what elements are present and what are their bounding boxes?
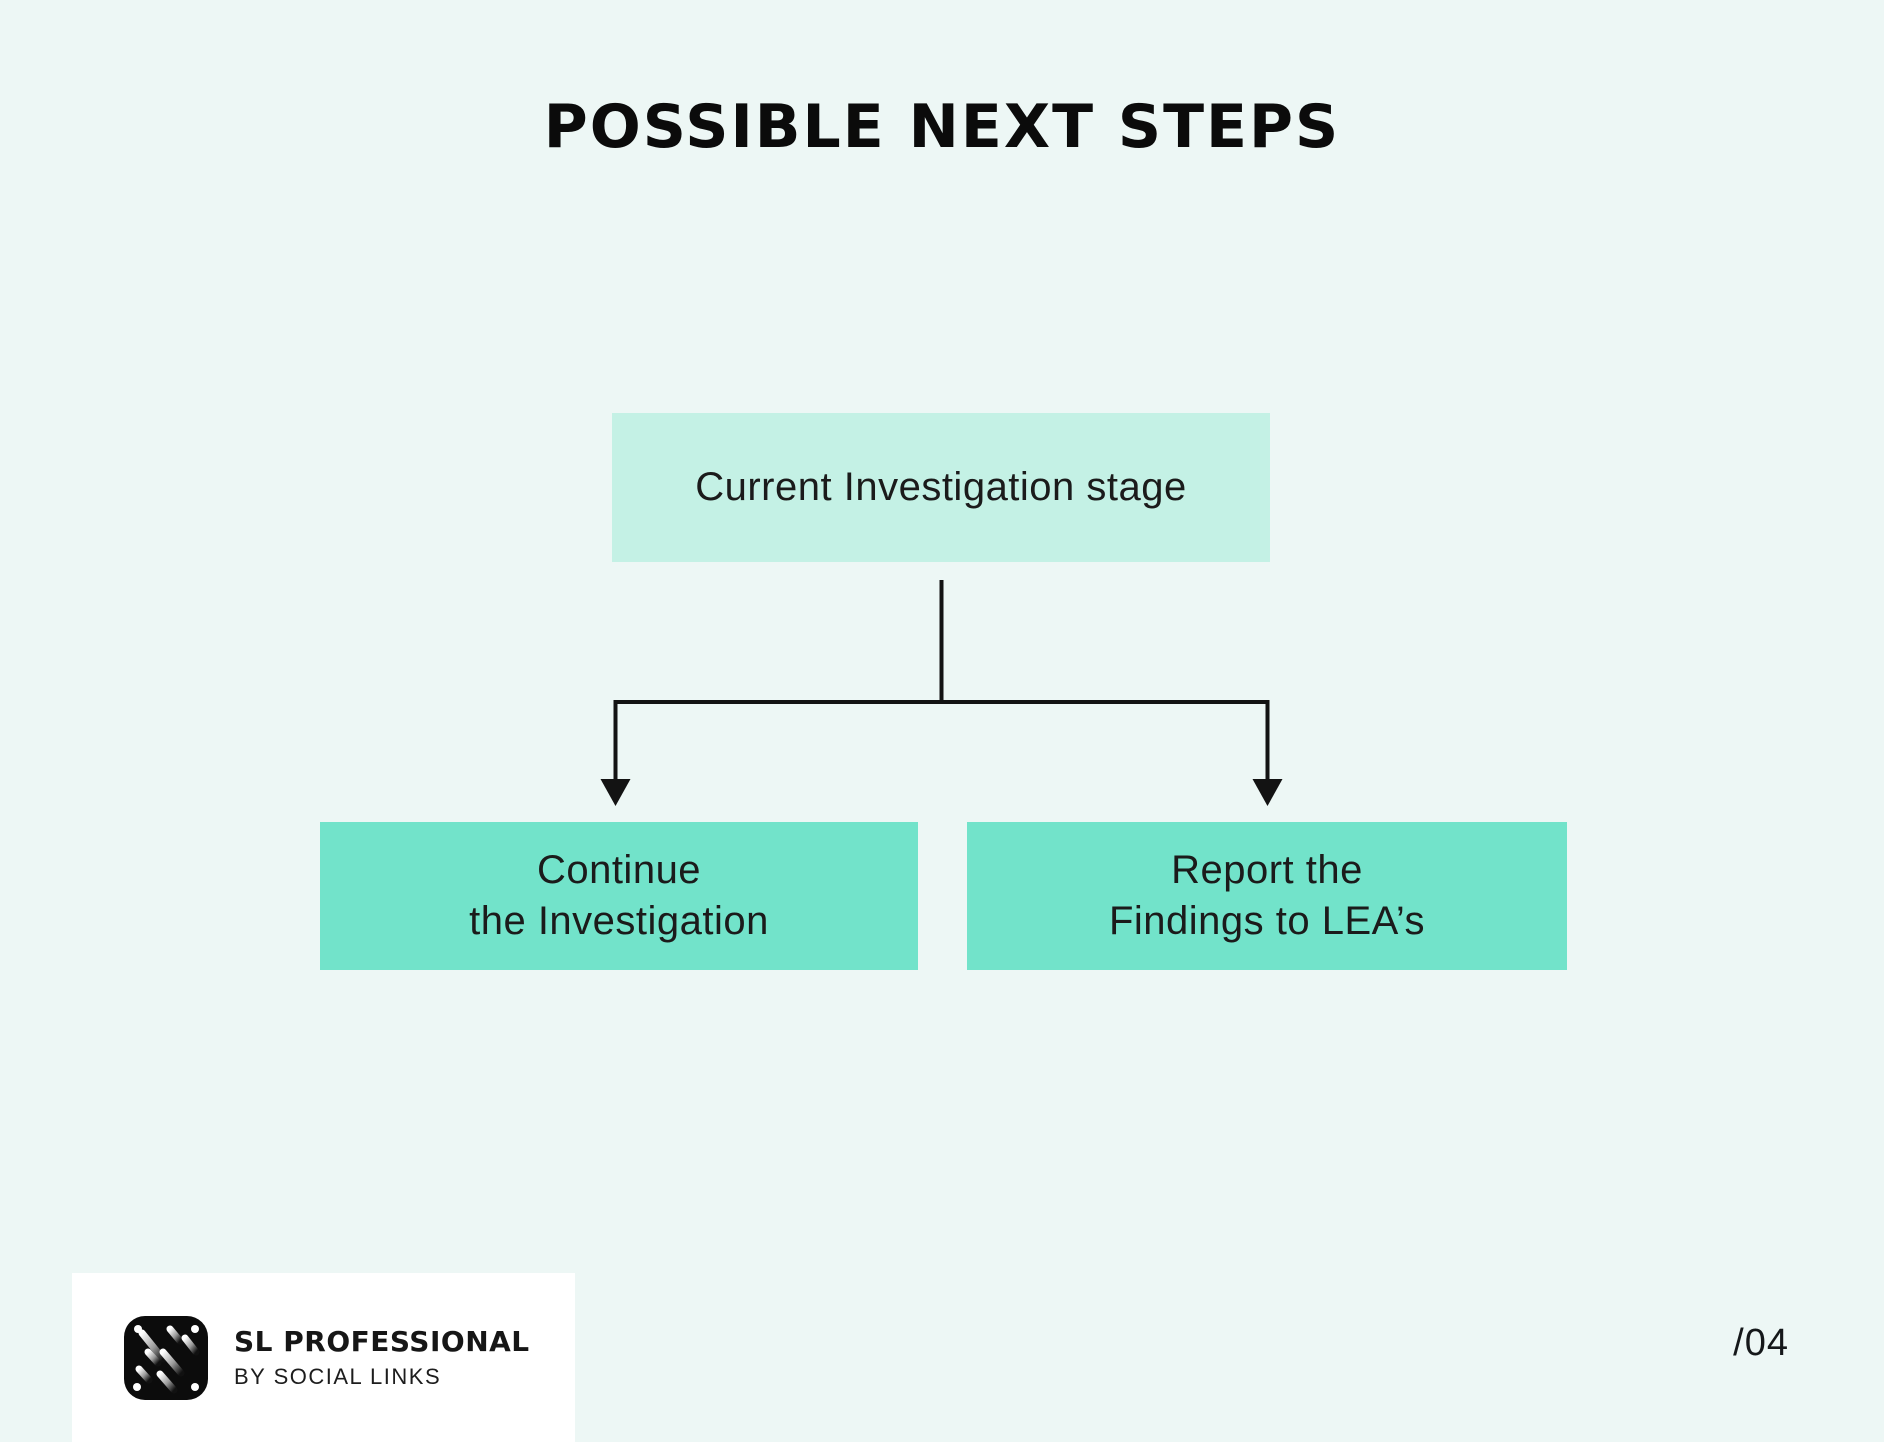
brand-name: SL PROFESSIONAL — [234, 1325, 530, 1358]
flow-node-label: Current Investigation stage — [695, 464, 1187, 509]
brand-card: SL PROFESSIONAL BY SOCIAL LINKS — [72, 1273, 575, 1442]
arrow-down-icon — [1252, 779, 1283, 806]
flow-node-report-findings: Report the Findings to LEA’s — [967, 822, 1567, 970]
flow-node-current-stage: Current Investigation stage — [612, 413, 1270, 562]
arrow-down-icon — [600, 779, 631, 806]
slide-title: POSSIBLE NEXT STEPS — [543, 92, 1341, 162]
brand-text: SL PROFESSIONAL BY SOCIAL LINKS — [234, 1325, 530, 1390]
page-number: /04 — [1733, 1322, 1789, 1364]
flow-node-label-line: Continue — [536, 847, 702, 892]
flow-node-label-line: Findings to LEA’s — [1108, 899, 1426, 943]
sl-logo-icon — [124, 1315, 208, 1400]
flow-node-continue-investigation: Continue the Investigation — [320, 822, 918, 970]
flow-node-label-line: the Investigation — [469, 899, 769, 943]
brand-tagline: BY SOCIAL LINKS — [234, 1364, 442, 1389]
flow-node-label-line: Report the — [1171, 847, 1363, 892]
